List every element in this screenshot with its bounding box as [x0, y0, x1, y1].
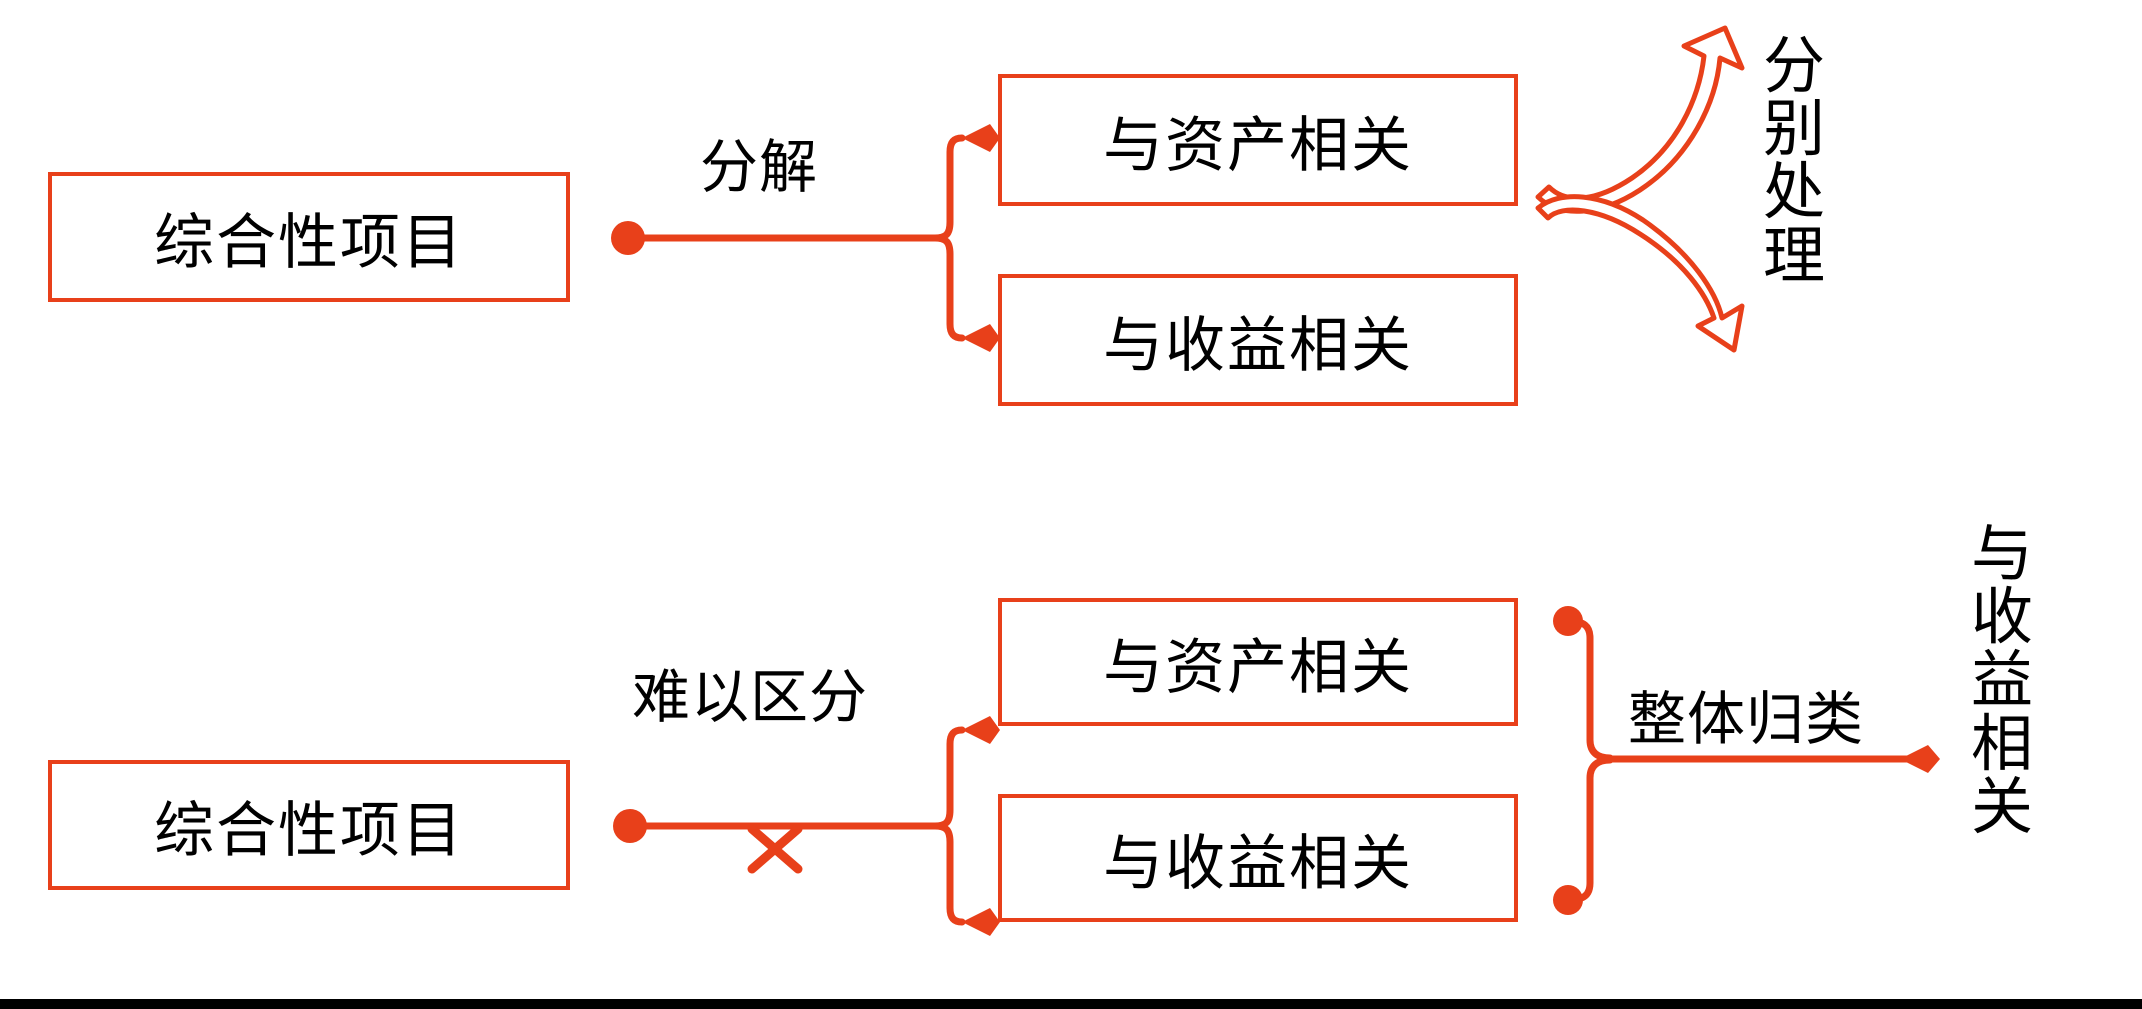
curved-arrow-up-icon — [1535, 25, 1745, 214]
bottom-connector-group — [613, 716, 1000, 936]
merge-dot-lower — [1553, 885, 1583, 915]
top-child-node-income[interactable]: 与收益相关 — [998, 274, 1518, 406]
top-child-label-asset: 与资产相关 — [1103, 112, 1413, 179]
bottom-branch-upper-line — [931, 726, 966, 830]
top-branch-lower-line — [931, 234, 966, 342]
merge-output-arrowhead — [1900, 745, 1940, 773]
bottom-branch-label: 难以区分 — [632, 665, 869, 730]
top-root-dot — [611, 221, 645, 255]
bottom-arrowhead-lower — [962, 908, 1000, 936]
bottom-root-label: 综合性项目 — [154, 797, 464, 864]
curved-arrow-down-icon — [1535, 194, 1745, 353]
bottom-root-dot — [613, 809, 647, 843]
merge-bracket-upper — [1564, 617, 1614, 762]
bottom-merge-group — [1553, 606, 1940, 915]
top-child-label-income: 与收益相关 — [1103, 312, 1413, 379]
bottom-outcome-label: 与收益相关 — [1970, 521, 2033, 842]
top-root-label: 综合性项目 — [154, 209, 464, 276]
top-arrowhead-upper — [962, 124, 1000, 152]
bottom-divider — [0, 999, 2142, 1009]
top-branch-upper-line — [931, 134, 966, 242]
merge-dot-upper — [1553, 606, 1583, 636]
bottom-root-node[interactable]: 综合性项目 — [48, 760, 570, 890]
top-outcome-arrows — [1535, 25, 1745, 353]
merge-bracket-lower — [1564, 756, 1614, 904]
bottom-child-label-asset: 与资产相关 — [1103, 634, 1413, 701]
bottom-merge-label: 整体归类 — [1628, 687, 1865, 752]
bottom-branch-lower-line — [931, 822, 966, 926]
bottom-child-label-income: 与收益相关 — [1103, 830, 1413, 897]
bottom-child-node-income[interactable]: 与收益相关 — [998, 794, 1518, 922]
bottom-child-node-asset[interactable]: 与资产相关 — [998, 598, 1518, 726]
top-outcome-label: 分别处理 — [1762, 33, 1825, 291]
top-child-node-asset[interactable]: 与资产相关 — [998, 74, 1518, 206]
bottom-arrowhead-upper — [962, 716, 1000, 744]
reject-x-icon — [747, 824, 803, 874]
top-root-node[interactable]: 综合性项目 — [48, 172, 570, 302]
top-arrowhead-lower — [962, 324, 1000, 352]
top-branch-label: 分解 — [700, 135, 819, 200]
